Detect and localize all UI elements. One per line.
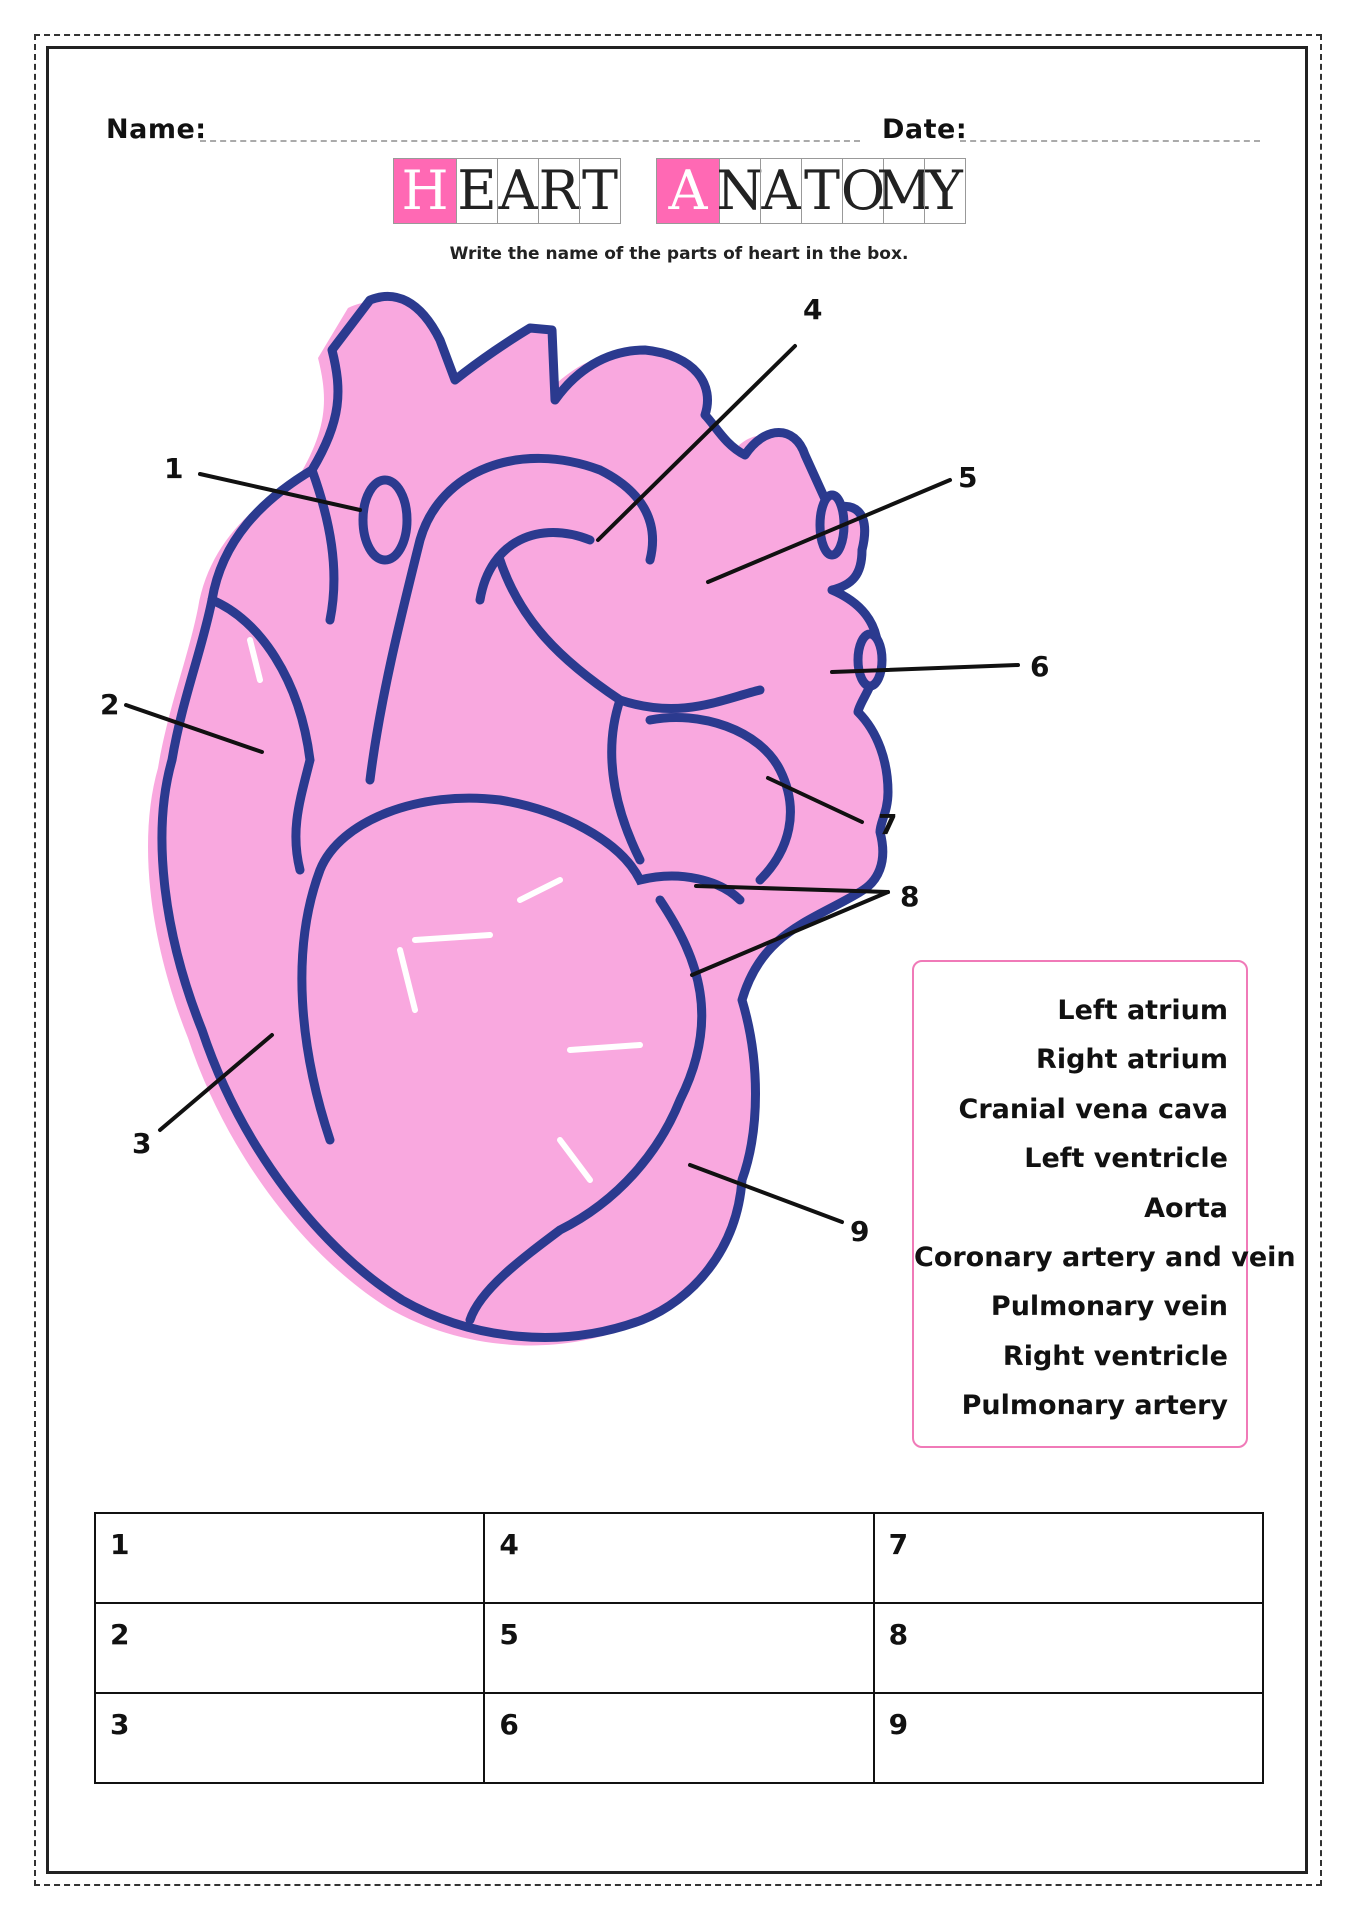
marker-6: 6	[1030, 650, 1049, 683]
word-bank-item[interactable]: Right ventricle	[914, 1332, 1228, 1381]
marker-5: 5	[958, 461, 977, 494]
vena-cava-opening	[363, 480, 407, 560]
answer-cell[interactable]: 4	[484, 1513, 873, 1603]
answer-cell[interactable]: 9	[874, 1693, 1263, 1783]
word-bank-item[interactable]: Left atrium	[914, 986, 1228, 1035]
marker-3: 3	[132, 1127, 151, 1160]
word-bank-item[interactable]: Left ventricle	[914, 1134, 1228, 1183]
answer-cell[interactable]: 7	[874, 1513, 1263, 1603]
answer-cell[interactable]: 2	[95, 1603, 484, 1693]
answer-cell[interactable]: 3	[95, 1693, 484, 1783]
answer-cell[interactable]: 5	[484, 1603, 873, 1693]
marker-8: 8	[900, 880, 919, 913]
answer-cell[interactable]: 6	[484, 1693, 873, 1783]
table-row: 1 4 7	[95, 1513, 1263, 1603]
answer-table: 1 4 7 2 5 8 3 6 9	[94, 1512, 1264, 1784]
table-row: 2 5 8	[95, 1603, 1263, 1693]
word-bank-item[interactable]: Coronary artery and vein	[914, 1233, 1228, 1282]
word-bank-item[interactable]: Cranial vena cava	[914, 1085, 1228, 1134]
answer-cell[interactable]: 1	[95, 1513, 484, 1603]
word-bank: Left atrium Right atrium Cranial vena ca…	[912, 960, 1248, 1448]
marker-1: 1	[164, 452, 183, 485]
marker-7: 7	[878, 808, 897, 841]
heart-illustration	[148, 296, 888, 1345]
answer-cell[interactable]: 8	[874, 1603, 1263, 1693]
word-bank-item[interactable]: Pulmonary vein	[914, 1282, 1228, 1331]
word-bank-item[interactable]: Pulmonary artery	[914, 1381, 1228, 1430]
marker-9: 9	[850, 1215, 869, 1248]
word-bank-item[interactable]: Right atrium	[914, 1035, 1228, 1084]
marker-2: 2	[100, 688, 119, 721]
table-row: 3 6 9	[95, 1693, 1263, 1783]
word-bank-item[interactable]: Aorta	[914, 1184, 1228, 1233]
marker-4: 4	[803, 293, 822, 326]
pulmonary-vein-opening	[858, 634, 882, 686]
